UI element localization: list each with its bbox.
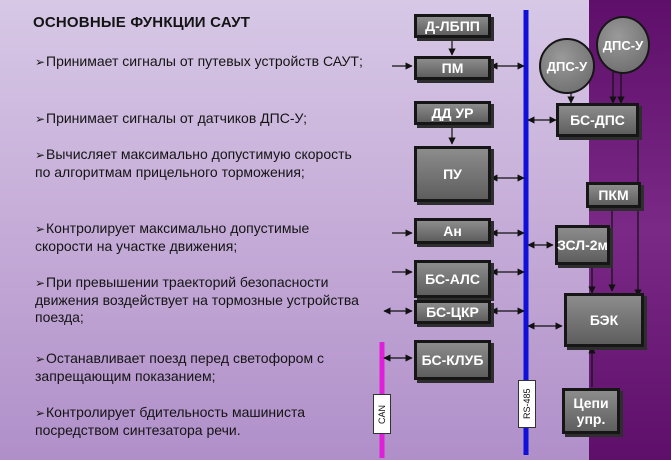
bullet-text: Контролирует бдительность машиниста поср… — [35, 404, 306, 438]
bullet-marker: ➢ — [35, 222, 46, 236]
bullet-text: Принимает сигналы от путевых устройств С… — [46, 53, 363, 69]
bullet-text: Вычисляет максимально допустимую скорост… — [35, 146, 352, 180]
block-bek: БЭК — [564, 293, 644, 347]
bullet-marker: ➢ — [35, 406, 46, 420]
block-an: Ан — [414, 218, 491, 244]
block-pm: ПМ — [414, 56, 491, 80]
bullet-marker: ➢ — [35, 276, 46, 290]
block-dd-ur: ДД УР — [414, 101, 491, 125]
bullet-text: Контролирует максимально допустимые скор… — [35, 220, 310, 254]
bullet-7: ➢Контролирует бдительность машиниста пос… — [35, 404, 365, 439]
sensor-dps-u-1: ДПС-У — [539, 38, 595, 94]
block-bs-tskr: БС-ЦКР — [414, 300, 491, 324]
block-d-lbpp: Д-ЛБПП — [414, 14, 491, 38]
can-bus-label: CAN — [373, 394, 391, 434]
bullet-1: ➢Принимает сигналы от путевых устройств … — [35, 53, 365, 71]
bullet-5: ➢При превышении траекторий безопасности … — [35, 274, 365, 326]
bullet-3: ➢Вычисляет максимально допустимую скорос… — [35, 146, 365, 181]
block-bs-dps: БС-ДПС — [556, 103, 639, 137]
bullet-marker: ➢ — [35, 55, 46, 69]
block-pkm: ПКМ — [586, 182, 641, 208]
bullet-4: ➢Контролирует максимально допустимые ско… — [35, 220, 365, 255]
block-bs-als: БС-АЛС — [414, 260, 491, 298]
bullet-marker: ➢ — [35, 112, 46, 126]
block-tsepi-upr: Цепи упр. — [562, 388, 620, 434]
bullet-2: ➢Принимает сигналы от датчиков ДПС-У; — [35, 110, 365, 128]
bullet-marker: ➢ — [35, 148, 46, 162]
slide-title: ОСНОВНЫЕ ФУНКЦИИ САУТ — [33, 14, 251, 31]
block-pu: ПУ — [414, 146, 491, 202]
sensor-dps-u-2: ДПС-У — [596, 16, 650, 74]
bullet-text: Останавливает поезд перед светофором с з… — [35, 350, 324, 384]
bullet-text: Принимает сигналы от датчиков ДПС-У; — [46, 110, 307, 126]
bullet-6: ➢Останавливает поезд перед светофором с … — [35, 350, 365, 385]
block-zsl-2m: ЗСЛ-2м — [555, 225, 610, 265]
bullet-marker: ➢ — [35, 352, 46, 366]
bullet-text: При превышении траекторий безопасности д… — [35, 274, 359, 325]
block-bs-klub: БС-КЛУБ — [414, 340, 491, 380]
rs485-bus-label: RS-485 — [518, 380, 536, 428]
